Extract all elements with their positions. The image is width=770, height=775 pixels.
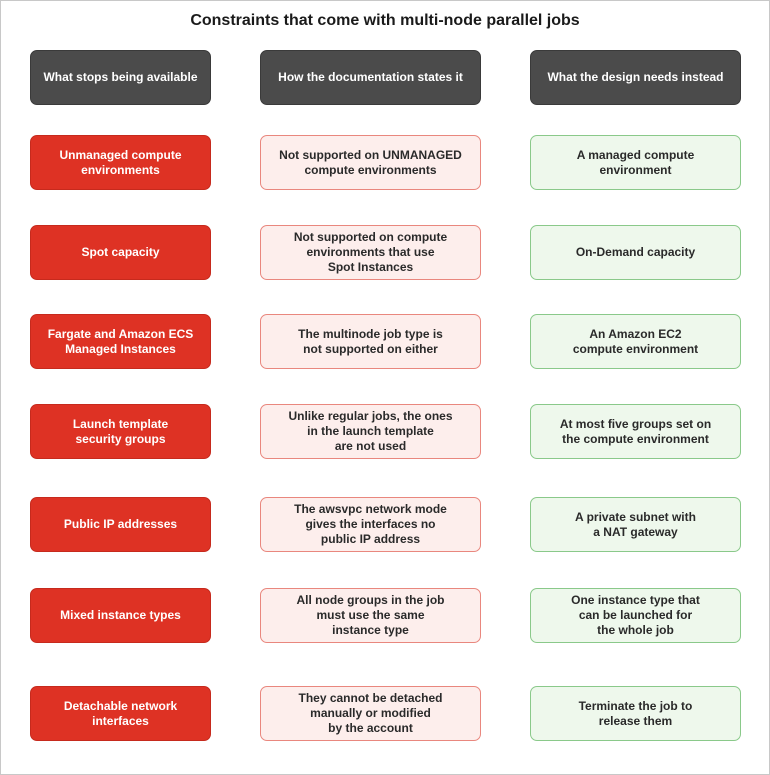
instead-mixed-instance-types: One instance type that can be launched f… [530, 588, 741, 643]
unavailable-detachable-eni: Detachable network interfaces [30, 686, 211, 741]
statement-mixed-instance-types: All node groups in the job must use the … [260, 588, 481, 643]
header-instead: What the design needs instead [530, 50, 741, 105]
instead-launch-template-sg: At most five groups set on the compute e… [530, 404, 741, 459]
instead-spot-capacity: On-Demand capacity [530, 225, 741, 280]
instead-unmanaged-compute: A managed compute environment [530, 135, 741, 190]
unavailable-unmanaged-compute: Unmanaged compute environments [30, 135, 211, 190]
statement-fargate-ecs: The multinode job type is not supported … [260, 314, 481, 369]
statement-unmanaged-compute: Not supported on UNMANAGED compute envir… [260, 135, 481, 190]
unavailable-launch-template-sg: Launch template security groups [30, 404, 211, 459]
statement-detachable-eni: They cannot be detached manually or modi… [260, 686, 481, 741]
diagram-title: Constraints that come with multi-node pa… [190, 12, 580, 29]
statement-public-ip: The awsvpc network mode gives the interf… [260, 497, 481, 552]
unavailable-spot-capacity: Spot capacity [30, 225, 211, 280]
instead-public-ip: A private subnet with a NAT gateway [530, 497, 741, 552]
statement-launch-template-sg: Unlike regular jobs, the ones in the lau… [260, 404, 481, 459]
statement-spot-capacity: Not supported on compute environments th… [260, 225, 481, 280]
header-unavailable: What stops being available [30, 50, 211, 105]
unavailable-fargate-ecs: Fargate and Amazon ECS Managed Instances [30, 314, 211, 369]
unavailable-public-ip: Public IP addresses [30, 497, 211, 552]
unavailable-mixed-instance-types: Mixed instance types [30, 588, 211, 643]
instead-fargate-ecs: An Amazon EC2 compute environment [530, 314, 741, 369]
instead-detachable-eni: Terminate the job to release them [530, 686, 741, 741]
header-statement: How the documentation states it [260, 50, 481, 105]
